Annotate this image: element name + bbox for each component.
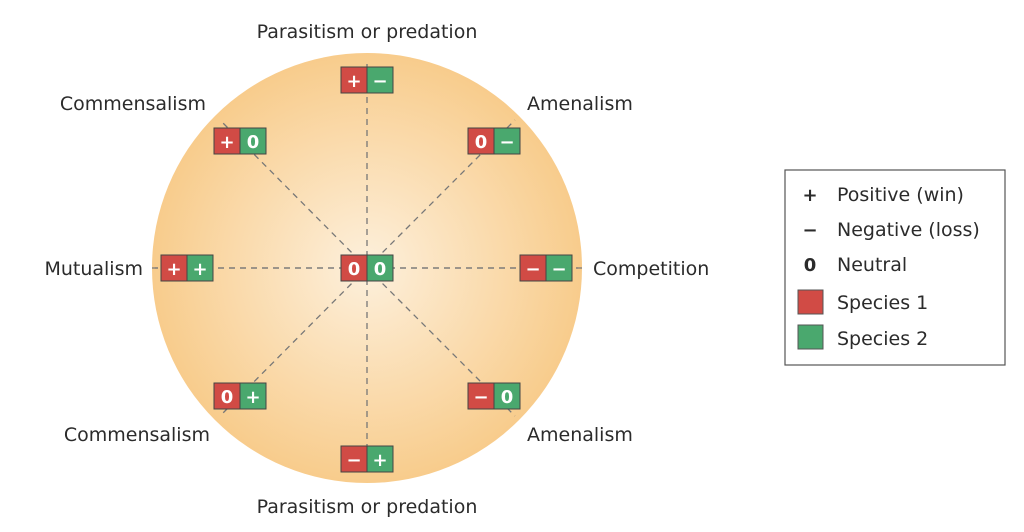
species1-cell (467, 382, 495, 410)
interaction-label: Parasitism or predation (257, 21, 478, 43)
legend: + Positive (win) − Negative (loss) 0 Neu… (784, 169, 1006, 366)
species2-cell (366, 66, 394, 94)
species1-effect: − (346, 450, 361, 471)
species1-effect: 0 (348, 259, 361, 280)
legend-species2-swatch (797, 324, 824, 350)
species2-cell (493, 382, 521, 410)
species1-effect: − (473, 387, 488, 408)
legend-neutral-symbol: 0 (804, 255, 817, 276)
species2-effect: − (551, 259, 566, 280)
interaction-badge: ++ (160, 254, 214, 282)
species2-effect: 0 (374, 259, 387, 280)
species2-effect: + (192, 259, 207, 280)
interaction-badge: 0− (467, 127, 521, 155)
species2-cell (239, 382, 267, 410)
species1-effect: 0 (221, 387, 234, 408)
species2-cell (545, 254, 573, 282)
interaction-badge: 0+ (213, 382, 267, 410)
species1-effect: − (525, 259, 540, 280)
species2-effect: + (372, 450, 387, 471)
species2-cell (366, 445, 394, 473)
species2-cell (186, 254, 214, 282)
species1-cell (340, 66, 368, 94)
species1-effect: 0 (475, 132, 488, 153)
legend-species1-label: Species 1 (837, 292, 928, 314)
interaction-label: Amenalism (527, 424, 633, 446)
interaction-label: Mutualism (44, 258, 143, 280)
interaction-badge: −− (519, 254, 573, 282)
species1-effect: + (166, 259, 181, 280)
species2-effect: + (245, 387, 260, 408)
legend-negative-label: Negative (loss) (837, 219, 980, 241)
legend-species1-swatch (797, 289, 824, 315)
interaction-label: Commensalism (64, 424, 210, 446)
species1-cell (213, 127, 241, 155)
species1-effect: + (346, 71, 361, 92)
interaction-badge: −0 (467, 382, 521, 410)
species2-effect: − (372, 71, 387, 92)
legend-species2-label: Species 2 (837, 328, 928, 350)
spoke-line (366, 267, 516, 417)
species2-cell (239, 127, 267, 155)
labels: Parasitism or predationAmenalismCompetit… (44, 21, 709, 518)
species2-cell (366, 254, 394, 282)
spoke-line (366, 119, 516, 269)
species1-cell (340, 445, 368, 473)
species2-effect: 0 (501, 387, 514, 408)
species2-cell (493, 127, 521, 155)
spoke-line (219, 267, 368, 417)
species2-effect: 0 (247, 132, 260, 153)
interaction-label: Amenalism (527, 93, 633, 115)
legend-positive-label: Positive (win) (837, 184, 964, 206)
interaction-label: Parasitism or predation (257, 496, 478, 518)
interaction-badge: +0 (213, 127, 267, 155)
species1-cell (467, 127, 495, 155)
spoke-line (219, 119, 368, 269)
species1-cell (340, 254, 368, 282)
interaction-badge: −+ (340, 445, 394, 473)
interaction-label: Commensalism (60, 93, 206, 115)
legend-negative-symbol: − (802, 220, 817, 241)
legend-positive-symbol: + (802, 185, 817, 206)
interaction-badge: +− (340, 66, 394, 94)
legend-neutral-label: Neutral (837, 254, 907, 276)
species1-effect: + (219, 132, 234, 153)
interaction-label: Competition (593, 258, 709, 280)
species2-effect: − (499, 132, 514, 153)
